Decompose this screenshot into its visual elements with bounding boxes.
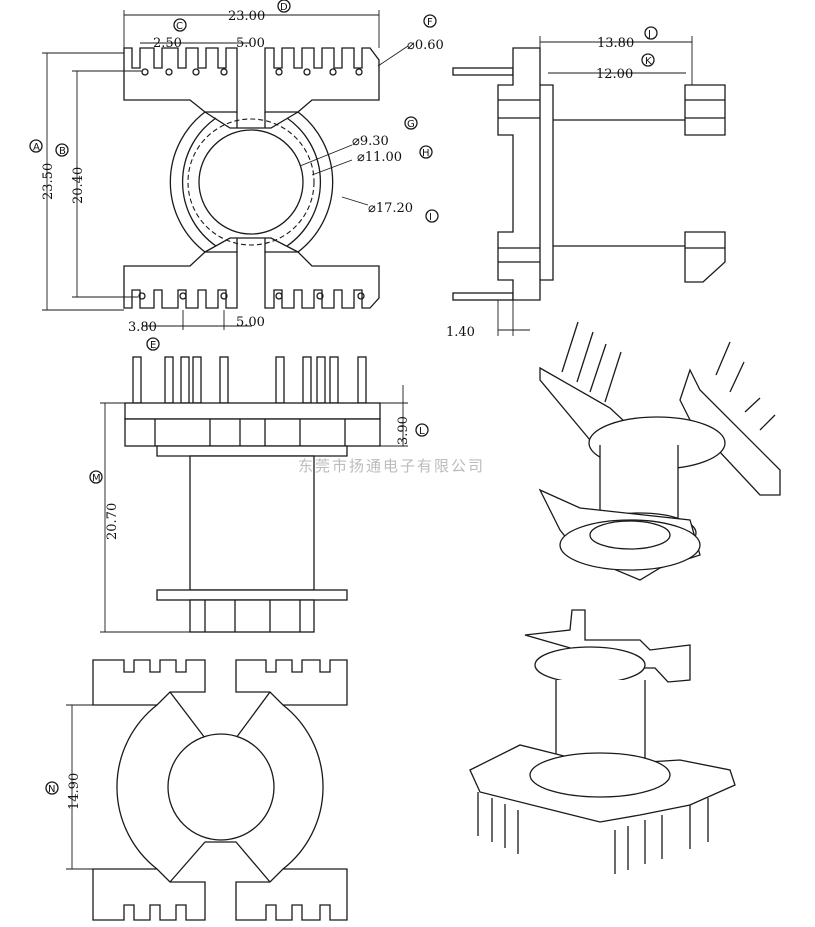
callout-f: F xyxy=(427,17,433,28)
dim-14-90: 14.90 xyxy=(67,773,82,810)
bottom-view: 14.90 N xyxy=(45,659,348,921)
side-view: 13.80 J 12.00 K 1.40 xyxy=(446,26,726,340)
dim-17-20: ⌀17.20 xyxy=(368,201,413,216)
watermark-text: 东莞市扬通电子有限公司 xyxy=(298,457,485,475)
dim-20-70: 20.70 xyxy=(105,503,120,540)
callout-k: K xyxy=(645,56,652,67)
callout-i: I xyxy=(429,212,432,223)
dim-11-00: ⌀11.00 xyxy=(357,150,402,165)
dim-23-50: 23.50 xyxy=(41,163,56,200)
callout-h: H xyxy=(422,148,430,159)
isometric-view-top xyxy=(538,321,781,581)
dim-2-50: 2.50 xyxy=(153,36,182,51)
callout-l: L xyxy=(419,426,425,437)
dim-12-00: 12.00 xyxy=(596,67,633,82)
dim-5-00-bottom: 5.00 xyxy=(236,315,265,330)
iso1-pins xyxy=(561,321,776,431)
callout-j: J xyxy=(647,29,651,40)
dim-9-30: ⌀9.30 xyxy=(352,134,389,149)
pin-holes-bottom xyxy=(138,292,365,300)
dim-0-60: ⌀0.60 xyxy=(407,38,444,53)
dim-5-00-top: 5.00 xyxy=(236,36,265,51)
callout-a: A xyxy=(33,142,40,153)
iso2-pins xyxy=(477,792,709,874)
dim-20-40: 20.40 xyxy=(71,167,86,204)
callout-n: N xyxy=(48,784,55,795)
callout-m: M xyxy=(92,473,101,484)
pin-holes-top xyxy=(141,68,363,76)
top-view: 23.00 D C 2.50 5.00 ⌀0.60 F 23.50 A 20.4… xyxy=(29,0,444,351)
callout-c: C xyxy=(176,21,183,32)
callout-d: D xyxy=(280,2,288,13)
isometric-view-bottom xyxy=(469,609,736,874)
dim-3-80: 3.80 xyxy=(128,320,157,335)
front-view: 20.70 M 3.90 L xyxy=(89,356,429,633)
callout-b: B xyxy=(59,146,66,157)
dim-23-00: 23.00 xyxy=(228,9,265,24)
callout-g: G xyxy=(407,119,415,130)
dim-1-40: 1.40 xyxy=(446,325,475,340)
callout-e: E xyxy=(150,340,156,351)
dim-13-80: 13.80 xyxy=(597,36,634,51)
pins-front xyxy=(132,356,367,404)
dim-3-90: 3.90 xyxy=(396,416,411,445)
